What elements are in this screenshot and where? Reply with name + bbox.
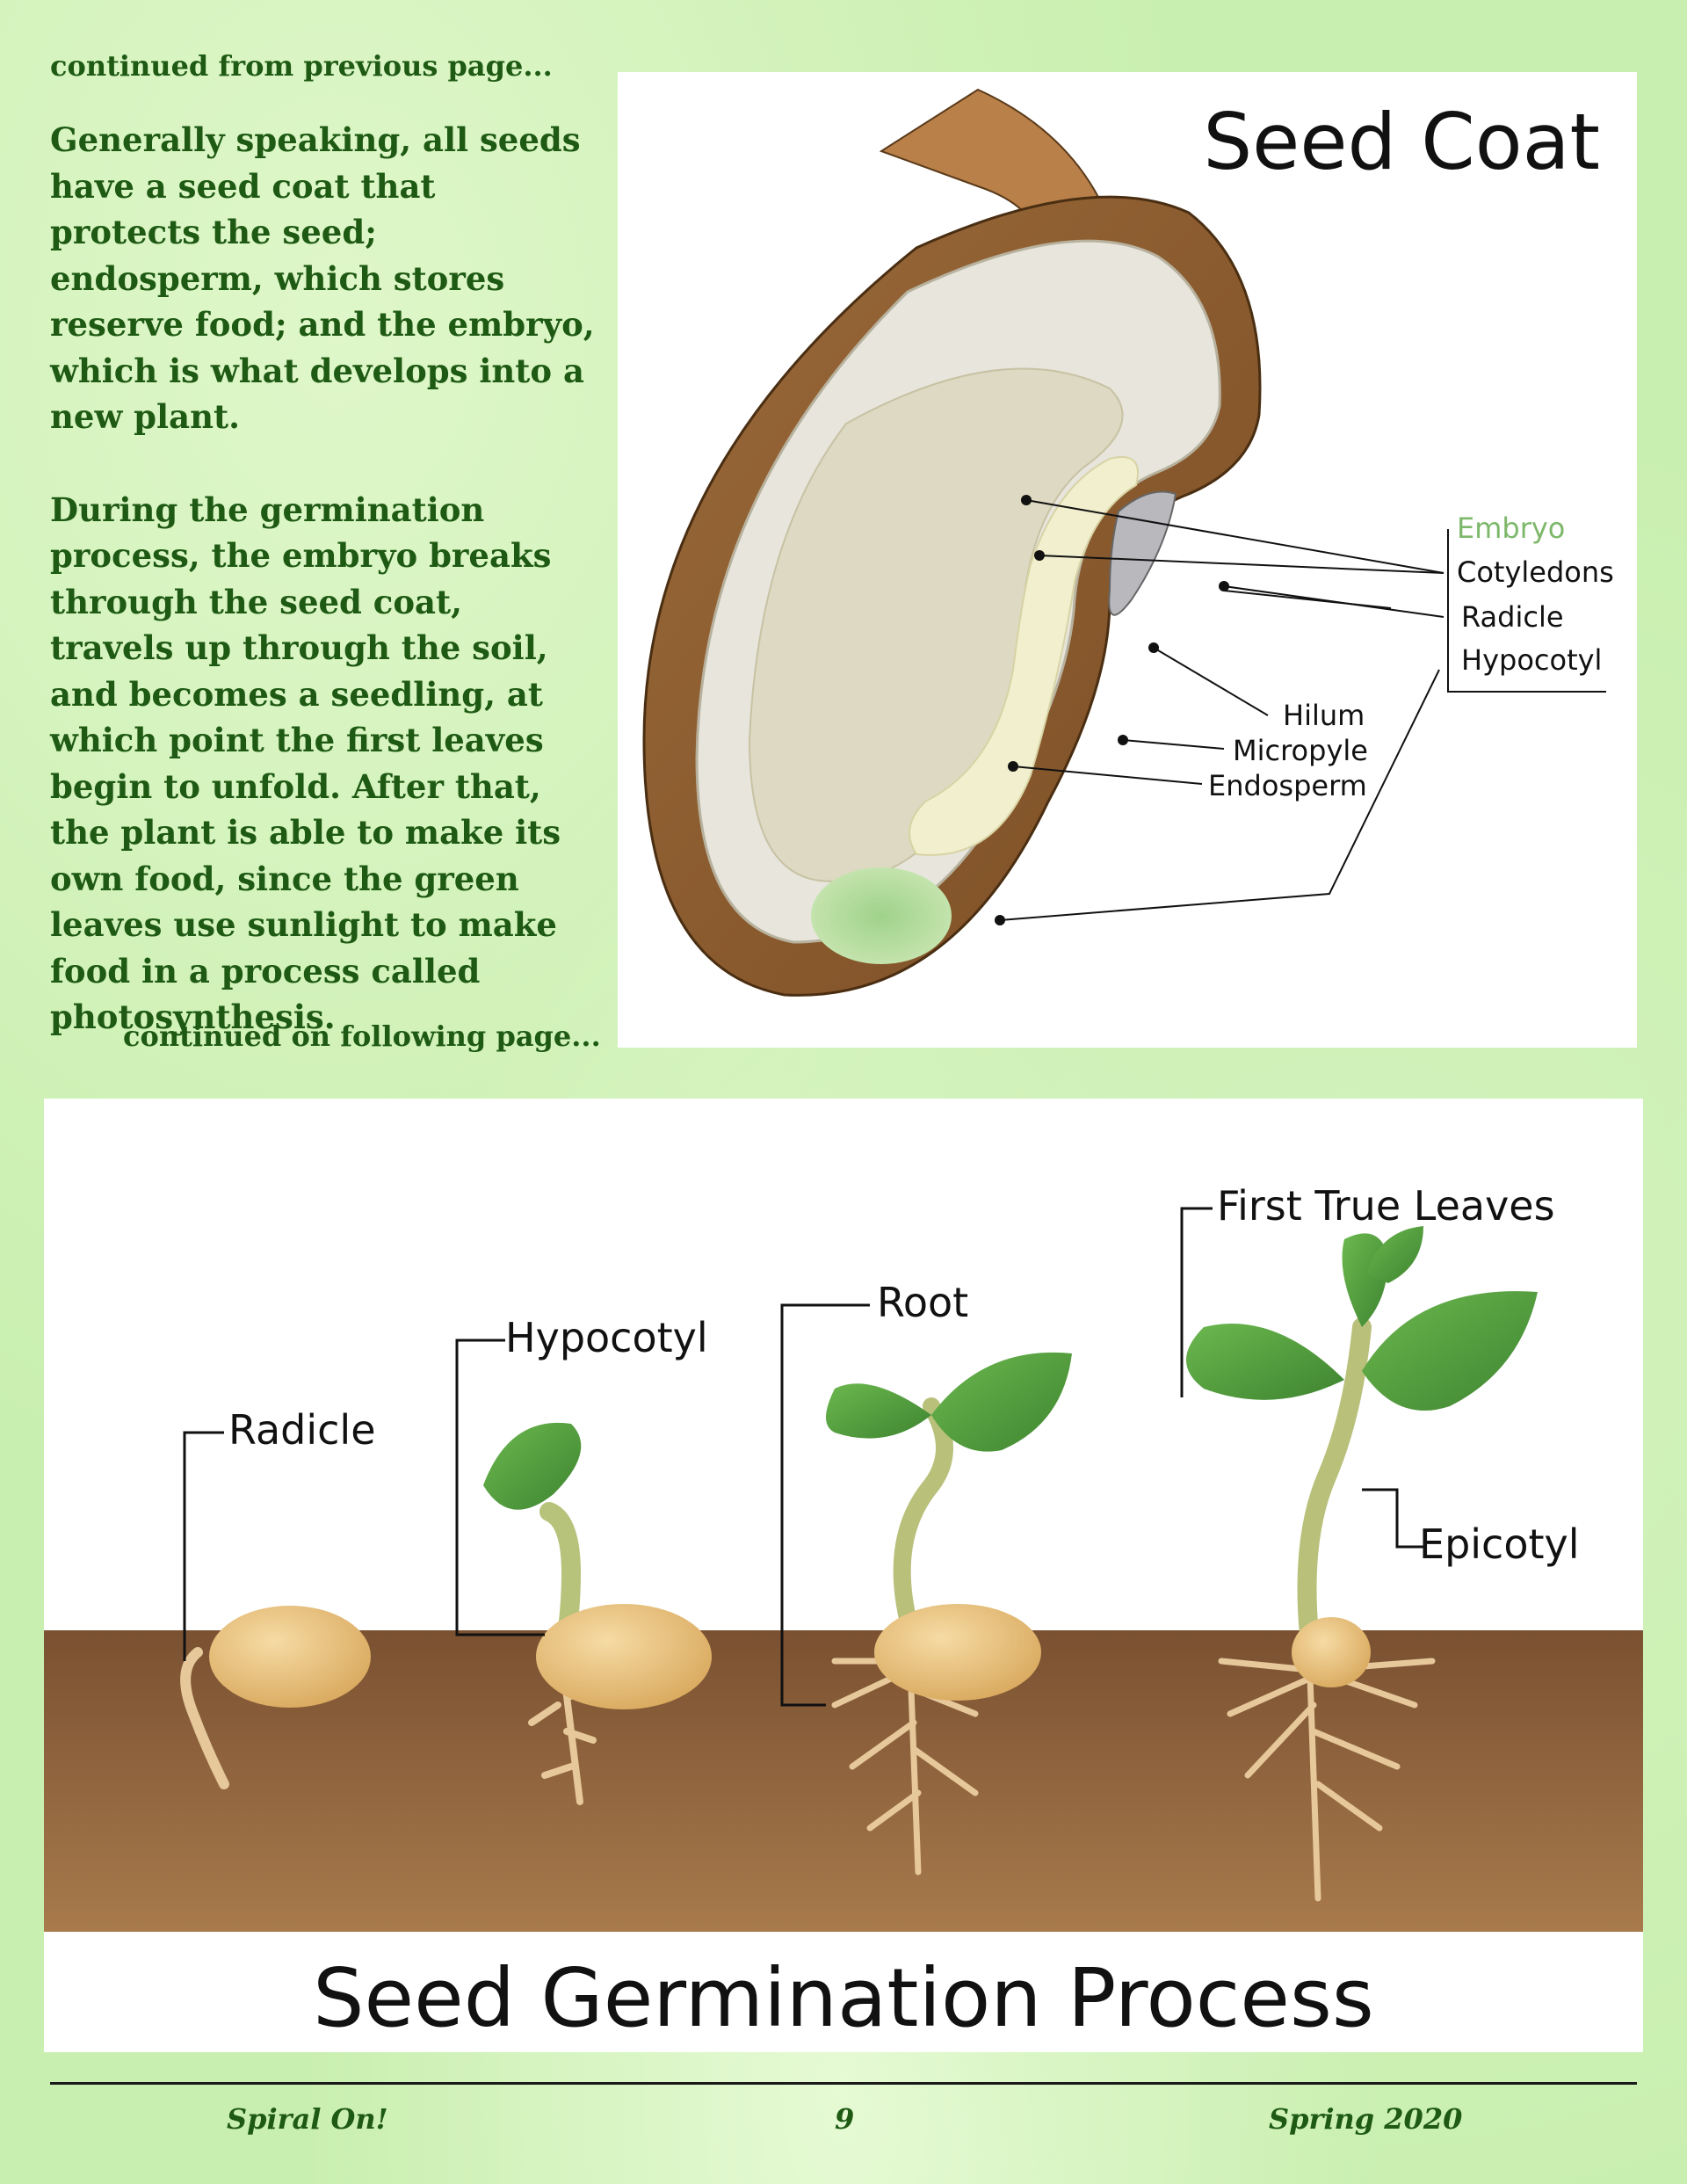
seed-coat-title: Seed Coat bbox=[1203, 97, 1600, 187]
seed-coat-illustration: Seed Coat Embryo Cotyledons Radicle Hypo… bbox=[642, 88, 1614, 997]
article-text: continued from previous page... Generall… bbox=[50, 49, 595, 1087]
embryo-radicle-tip bbox=[811, 867, 952, 964]
paragraph-germination: During the germination process, the embr… bbox=[50, 490, 561, 1037]
leader-lines bbox=[999, 499, 1606, 921]
label-radicle: Radicle bbox=[1461, 600, 1564, 634]
footer-magazine-name: Spiral On! bbox=[227, 2102, 388, 2136]
footer-issue: Spring 2020 bbox=[1269, 2102, 1463, 2136]
label-dots bbox=[995, 495, 1229, 925]
hilum bbox=[1108, 490, 1177, 616]
footer-page-number: 9 bbox=[835, 2102, 855, 2136]
continued-from-note: continued from previous page... bbox=[50, 49, 553, 83]
continued-on-note: continued on following page... bbox=[123, 1019, 601, 1053]
seed-coat-diagram: Seed Coat Embryo Cotyledons Radicle Hypo… bbox=[618, 72, 1637, 1048]
stage-4-seedling bbox=[1186, 1226, 1538, 1902]
label-endosperm: Endosperm bbox=[1208, 769, 1367, 802]
label-hilum: Hilum bbox=[1283, 699, 1365, 732]
footer-divider bbox=[50, 2082, 1637, 2085]
label-cotyledons: Cotyledons bbox=[1457, 555, 1614, 589]
germination-leader-lines bbox=[183, 1207, 1423, 1707]
label-epicotyl: Epicotyl bbox=[1419, 1520, 1580, 1568]
germination-illustration: Radicle Hypocotyl Root First True Leaves… bbox=[44, 1182, 1643, 2045]
label-embryo: Embryo bbox=[1457, 512, 1565, 545]
label-radicle: Radicle bbox=[228, 1406, 376, 1454]
label-hypocotyl: Hypocotyl bbox=[1461, 643, 1602, 677]
paragraph-seed-parts: Generally speaking, all seeds have a see… bbox=[50, 120, 595, 437]
stage-3-root bbox=[826, 1352, 1072, 1876]
germination-diagram: Radicle Hypocotyl Root First True Leaves… bbox=[44, 1099, 1643, 2052]
germination-title: Seed Germination Process bbox=[313, 1951, 1374, 2045]
label-root: Root bbox=[877, 1279, 968, 1326]
stage-2-hypocotyl bbox=[483, 1422, 712, 1805]
label-micropyle: Micropyle bbox=[1233, 734, 1368, 767]
label-first-true-leaves: First True Leaves bbox=[1217, 1182, 1555, 1230]
stage-1-radicle bbox=[180, 1606, 371, 1789]
label-hypocotyl: Hypocotyl bbox=[505, 1314, 708, 1361]
